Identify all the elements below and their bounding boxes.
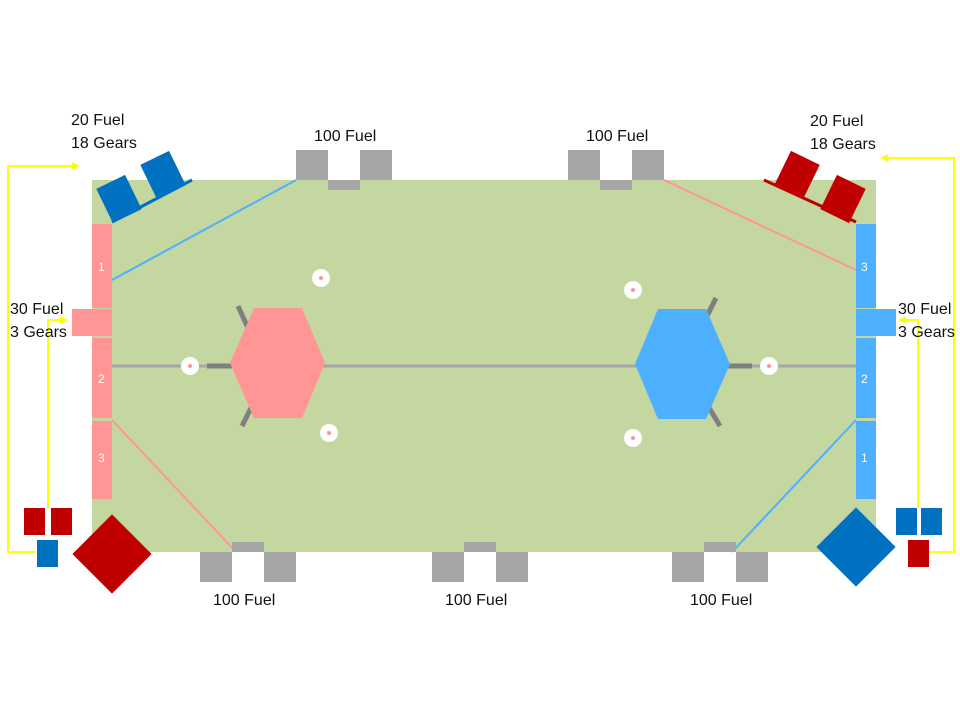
blue-driver-station: 3 2 1 <box>856 224 896 499</box>
red-driver-station: 1 2 3 <box>72 224 112 499</box>
red-station-1 <box>92 224 112 308</box>
red-boundary-line-bottom-left <box>111 419 237 553</box>
bottom-center-fuel-label: 100 Fuel <box>445 592 508 609</box>
blue-airship-hexagon <box>635 309 730 419</box>
gear-peg-blue-right <box>760 357 778 375</box>
blue-station-1 <box>856 421 876 499</box>
gear-peg-blue-bottom <box>624 429 642 447</box>
left-inner-arrow <box>47 316 68 508</box>
bottom-right-fuel-label: 100 Fuel <box>690 592 753 609</box>
red-station-1-label: 1 <box>98 260 105 274</box>
top-right-resource-label: 20 Fuel 18 Gears <box>810 113 876 153</box>
blue-boiler <box>816 507 896 587</box>
top-center-left-fuel-label: 100 Fuel <box>314 128 377 145</box>
red-station-2-label: 2 <box>98 372 105 386</box>
blue-boundary-line-top-left <box>111 179 297 281</box>
right-outer-arrow <box>880 154 955 553</box>
blue-station-1-label: 1 <box>861 451 868 465</box>
gear-peg-red-left <box>181 357 199 375</box>
red-loading-station-top-right <box>763 150 866 224</box>
red-airship-hexagon <box>230 308 325 418</box>
blue-airship <box>635 296 752 428</box>
gear-peg-blue-top <box>624 281 642 299</box>
red-boundary-line-top-right <box>663 179 857 271</box>
hopper-top-right <box>568 150 664 190</box>
right-alliance-blocks <box>896 508 942 567</box>
blue-loading-station-top-left <box>96 150 193 224</box>
hopper-bottom-left <box>200 542 296 582</box>
bottom-left-fuel-label: 100 Fuel <box>213 592 276 609</box>
hopper-bottom-right <box>672 542 768 582</box>
gear-peg-red-bottom <box>320 424 338 442</box>
blue-station-2 <box>856 338 876 418</box>
gear-peg-red-top <box>312 269 330 287</box>
mid-left-resource-label: 30 Fuel 3 Gears <box>10 301 67 341</box>
hopper-bottom-center <box>432 542 528 582</box>
top-left-resource-label: 20 Fuel 18 Gears <box>71 112 137 152</box>
blue-station-3-label: 3 <box>861 260 868 274</box>
blue-station-3 <box>856 224 876 308</box>
top-center-right-fuel-label: 100 Fuel <box>586 128 649 145</box>
blue-boundary-line-bottom-right <box>731 419 857 553</box>
left-alliance-blocks <box>24 508 72 567</box>
left-outer-arrow <box>7 162 80 553</box>
right-inner-arrow <box>898 316 919 508</box>
red-station-3-label: 3 <box>98 451 105 465</box>
blue-boiler-gap <box>856 309 896 336</box>
red-airship <box>207 304 325 428</box>
red-boiler-gap <box>72 309 112 336</box>
red-station-2 <box>92 338 112 418</box>
blue-station-2-label: 2 <box>861 372 868 386</box>
hopper-top-left <box>296 150 392 190</box>
red-station-3 <box>92 421 112 499</box>
mid-right-resource-label: 30 Fuel 3 Gears <box>898 301 955 341</box>
